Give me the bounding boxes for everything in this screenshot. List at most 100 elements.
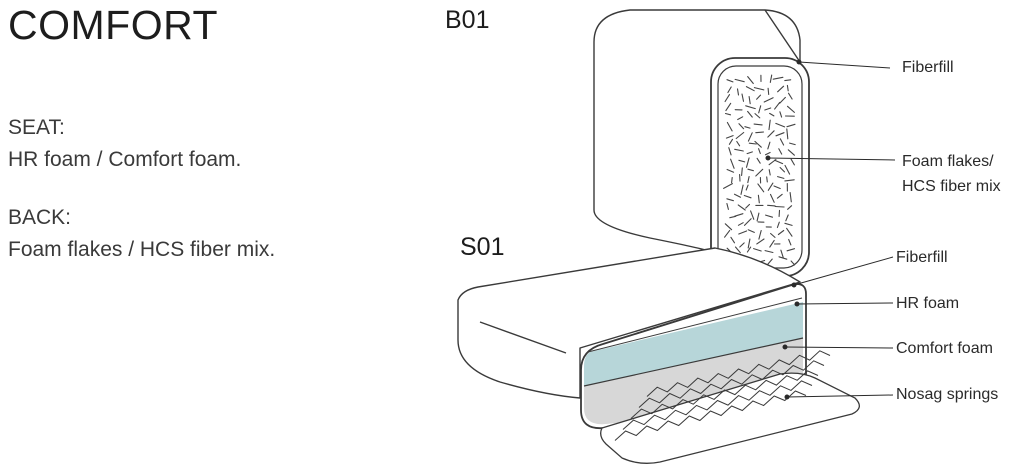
back-description: Foam flakes / HCS fiber mix. bbox=[8, 238, 276, 261]
foam-flake bbox=[784, 79, 792, 82]
foam-flake bbox=[765, 214, 774, 218]
foam-flake bbox=[747, 176, 750, 184]
foam-flake bbox=[768, 169, 771, 176]
foam-flake bbox=[753, 87, 765, 91]
foam-flake bbox=[780, 249, 784, 258]
hr-foam-layer bbox=[584, 302, 803, 386]
foam-flake bbox=[726, 79, 734, 83]
foam-flake bbox=[738, 123, 745, 130]
foam-flake bbox=[737, 116, 744, 121]
foam-flake bbox=[775, 122, 786, 128]
foam-flake bbox=[755, 168, 764, 177]
foam-flake bbox=[745, 157, 750, 168]
foam-flake bbox=[764, 250, 774, 254]
foam-flake bbox=[747, 132, 753, 142]
foam-flake bbox=[779, 138, 785, 146]
foam-flake bbox=[734, 78, 745, 83]
foam-flake bbox=[767, 141, 771, 150]
foam-flake bbox=[747, 76, 754, 85]
foam-flake bbox=[725, 135, 734, 139]
foam-flake bbox=[767, 182, 774, 191]
foam-flake bbox=[737, 222, 744, 226]
foam-flake bbox=[769, 239, 775, 248]
foam-flake bbox=[774, 101, 781, 110]
foam-flake bbox=[778, 256, 788, 260]
foam-flake bbox=[779, 96, 786, 104]
seat-fiberfill-line bbox=[587, 297, 803, 353]
foam-flake bbox=[736, 140, 741, 147]
spring-coil bbox=[638, 360, 825, 408]
spring-coil bbox=[614, 390, 807, 441]
foam-flake bbox=[724, 112, 732, 116]
foam-flake bbox=[726, 121, 733, 132]
foam-flake bbox=[786, 248, 796, 252]
foam-flake bbox=[786, 123, 796, 128]
foam-flake bbox=[745, 203, 751, 209]
foam-flake bbox=[745, 184, 749, 191]
seat-model-code: S01 bbox=[460, 233, 505, 261]
foam-flake bbox=[736, 88, 740, 96]
callout-foam-flakes-line2: HCS fiber mix bbox=[902, 178, 1001, 195]
foam-flakes-texture bbox=[723, 74, 796, 267]
foam-flake bbox=[776, 193, 783, 199]
page-title: COMFORT bbox=[8, 2, 219, 48]
callout-comfort-foam: Comfort foam bbox=[896, 340, 993, 357]
foam-flake bbox=[745, 86, 755, 92]
foam-flake bbox=[766, 176, 768, 183]
foam-flake bbox=[785, 214, 789, 222]
foam-flake bbox=[735, 131, 745, 140]
foam-flake bbox=[733, 193, 742, 198]
foam-flake bbox=[779, 166, 786, 173]
seat-description: HR foam / Comfort foam. bbox=[8, 148, 242, 171]
foam-flake bbox=[730, 236, 736, 244]
spring-plate-outline bbox=[600, 372, 860, 464]
foam-flake bbox=[727, 86, 732, 94]
foam-flake bbox=[769, 193, 775, 203]
foam-flake bbox=[750, 210, 755, 220]
callout-leaders bbox=[765, 59, 896, 400]
foam-flake bbox=[770, 232, 776, 238]
spring-coils bbox=[614, 350, 831, 441]
callout-hr-foam: HR foam bbox=[896, 295, 960, 312]
foam-flake bbox=[753, 123, 763, 126]
foam-flake bbox=[790, 260, 796, 266]
foam-flake bbox=[755, 131, 765, 134]
foam-flake bbox=[726, 198, 734, 202]
foam-flake bbox=[724, 94, 731, 103]
foam-flake bbox=[769, 74, 773, 83]
foam-flake bbox=[728, 147, 732, 156]
foam-flake bbox=[773, 185, 781, 190]
foam-flake bbox=[767, 130, 775, 138]
foam-flake bbox=[768, 119, 771, 131]
back-label: BACK: bbox=[8, 206, 72, 229]
foam-flake bbox=[734, 246, 741, 254]
foam-flake bbox=[787, 205, 793, 210]
callout-foam-flakes-line1: Foam flakes/ bbox=[902, 153, 994, 170]
foam-flake bbox=[728, 138, 734, 145]
foam-flake bbox=[758, 105, 762, 114]
foam-flake bbox=[756, 157, 761, 164]
spring-coil bbox=[646, 350, 831, 397]
foam-flake bbox=[747, 238, 751, 249]
foam-flake bbox=[747, 229, 755, 233]
foam-flake bbox=[757, 194, 760, 204]
foam-flake bbox=[777, 229, 785, 236]
foam-flake bbox=[740, 184, 744, 195]
foam-flake bbox=[754, 113, 761, 119]
callout-nosag-springs: Nosag springs bbox=[896, 386, 999, 403]
foam-flake bbox=[764, 107, 772, 111]
foam-flake bbox=[777, 176, 785, 179]
seat-label: SEAT: bbox=[8, 116, 65, 139]
foam-flake bbox=[747, 168, 754, 172]
foam-flake bbox=[725, 102, 732, 112]
foam-flake bbox=[763, 97, 774, 103]
foam-flake bbox=[730, 158, 735, 169]
foam-flake bbox=[790, 158, 795, 166]
foam-flake bbox=[788, 238, 792, 246]
foam-flake bbox=[769, 112, 775, 117]
back-cushion bbox=[593, 9, 810, 277]
foam-flake bbox=[784, 179, 795, 182]
foam-flake bbox=[777, 85, 785, 93]
foam-flake bbox=[748, 96, 751, 105]
